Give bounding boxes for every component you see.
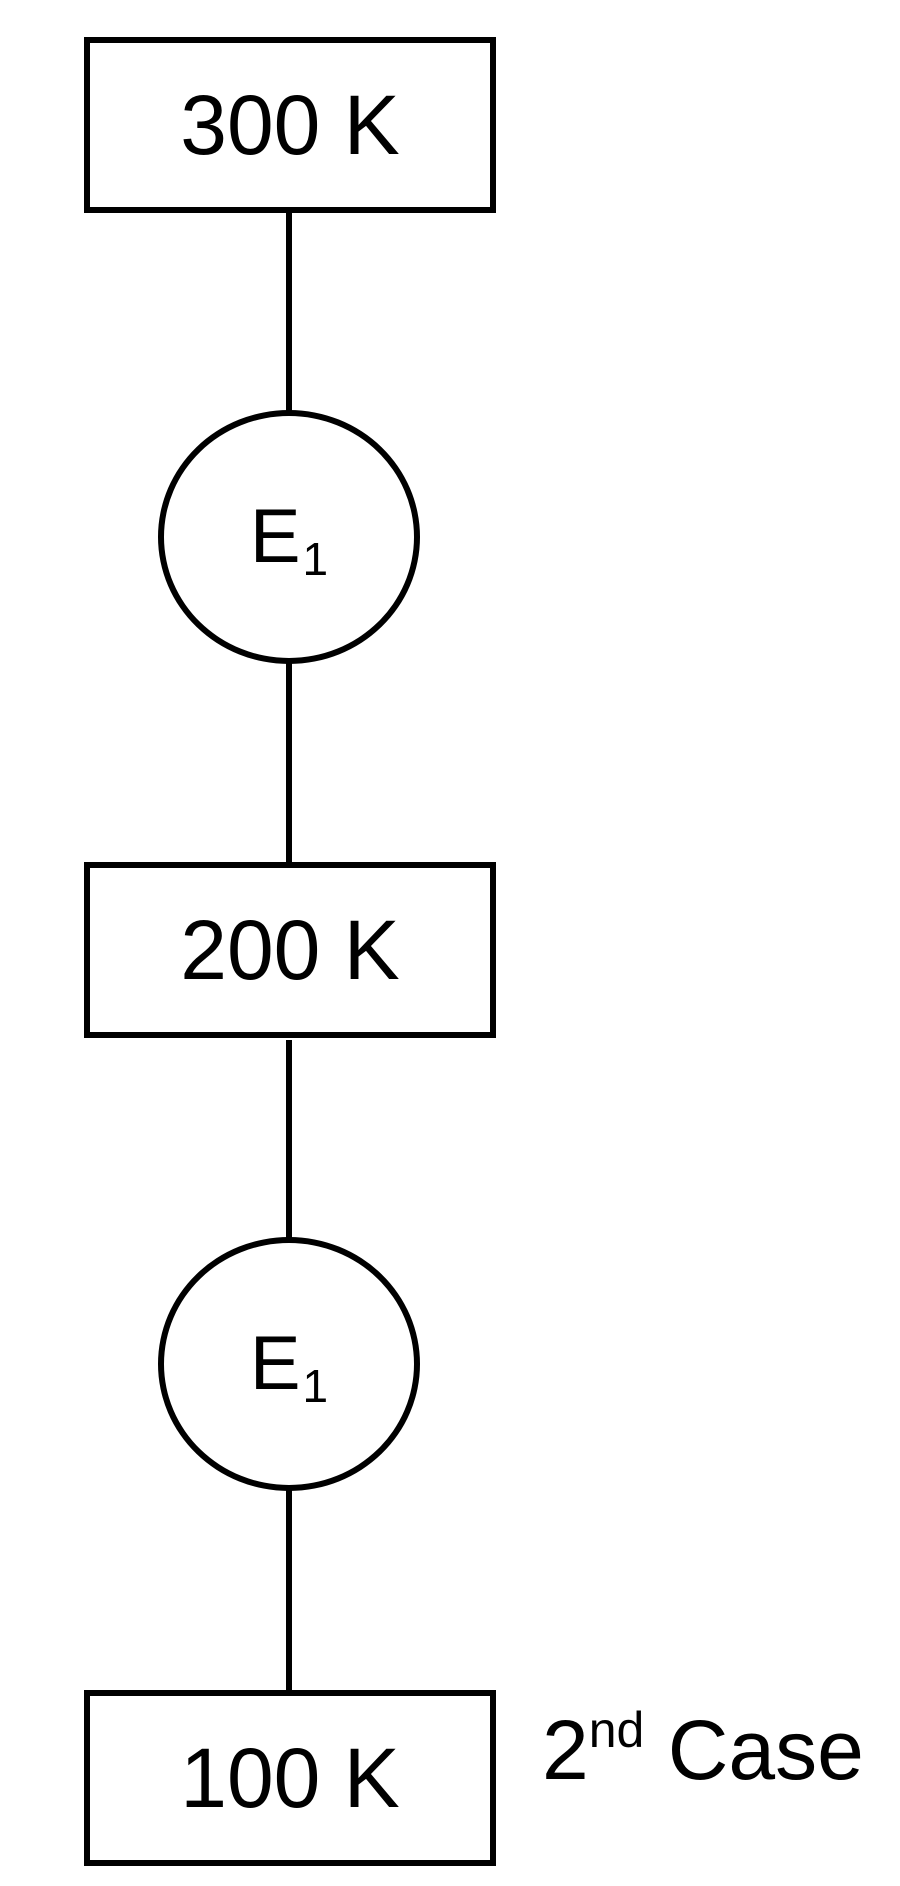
case-number: 2 — [542, 1703, 589, 1797]
engine-label: E — [249, 1321, 301, 1406]
connector-line — [286, 1040, 292, 1240]
case-word: Case — [667, 1703, 864, 1797]
temperature-label: 200 K — [180, 903, 400, 997]
connector-line — [286, 213, 292, 413]
case-ordinal-suffix: nd — [588, 1702, 645, 1758]
connector-line — [286, 660, 292, 865]
temperature-box-100k: 100 K — [84, 1690, 496, 1866]
temperature-label: 300 K — [180, 78, 400, 172]
case-label: 2nd Case — [542, 1705, 864, 1792]
temperature-label: 100 K — [180, 1731, 400, 1825]
connector-line — [286, 1485, 292, 1690]
engine-label: E — [249, 494, 301, 579]
temperature-box-300k: 300 K — [84, 37, 496, 213]
engine-subscript: 1 — [302, 1360, 329, 1412]
engine-subscript: 1 — [302, 533, 329, 585]
temperature-box-200k: 200 K — [84, 862, 496, 1038]
